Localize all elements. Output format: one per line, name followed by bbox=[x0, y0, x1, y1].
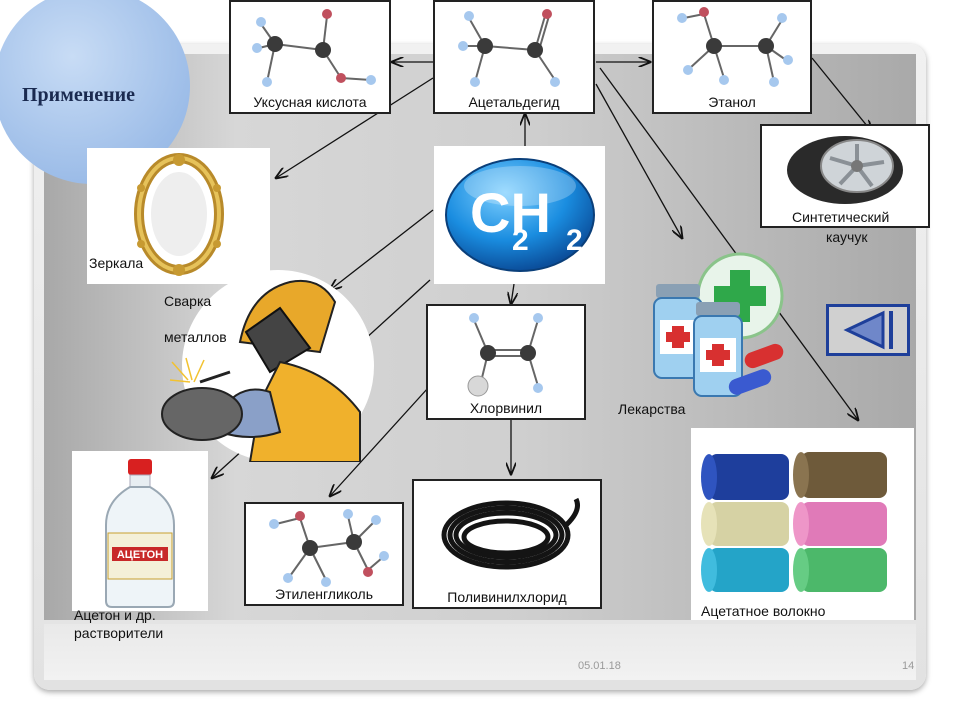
medicine-image bbox=[653, 252, 784, 397]
ch-formula-logo: CH 2 2 bbox=[445, 158, 595, 272]
arrow-to-mirrors bbox=[276, 77, 434, 178]
ethanol-molecule-icon bbox=[677, 7, 793, 87]
medicine-panel bbox=[648, 250, 788, 400]
acetic-acid-label: Уксусная кислота bbox=[253, 94, 367, 110]
arrow-to-ethylene-glycol bbox=[330, 387, 429, 496]
acetone-label-line2: растворители bbox=[74, 625, 164, 641]
acetone-bottle-label: АЦЕТОН bbox=[117, 549, 163, 561]
vinyl-chloride-label: Хлорвинил bbox=[469, 400, 543, 416]
ethylene-glycol-label: Этиленгликоль bbox=[275, 586, 373, 602]
vinyl-chloride-molecule-icon bbox=[467, 313, 543, 397]
rubber-label-line2: каучук bbox=[826, 229, 868, 245]
welding-label-line2: металлов bbox=[164, 329, 227, 345]
pvc-label: Поливинилхлорид bbox=[447, 589, 567, 605]
ethylene-glycol-molecule-icon bbox=[269, 509, 389, 587]
acetaldehyde-label: Ацетальдегид bbox=[468, 94, 560, 110]
acetate-fiber-panel: Ацетатное волокно bbox=[691, 428, 914, 620]
acetic-acid-molecule-icon bbox=[252, 9, 376, 87]
slide-title: Применение bbox=[22, 84, 136, 106]
footer-date: 05.01.18 bbox=[578, 660, 621, 672]
slide-bottom-bar bbox=[44, 624, 916, 680]
acetone-panel: АЦЕТОН bbox=[72, 451, 208, 611]
back-triangle-icon bbox=[843, 310, 893, 350]
arrow-to-medicine bbox=[595, 83, 682, 238]
tire-image bbox=[787, 136, 903, 204]
rubber-label-line1: Синтетический bbox=[792, 209, 890, 225]
cable-image bbox=[441, 497, 580, 570]
ch-formula-panel: CH 2 2 bbox=[434, 146, 605, 284]
ethanol-box: Этанол bbox=[652, 0, 812, 114]
back-nav-button[interactable] bbox=[826, 304, 910, 356]
arrow-to-vinyl-chloride bbox=[511, 283, 514, 304]
welder-image bbox=[161, 270, 374, 463]
arrow-to-welding bbox=[330, 209, 434, 290]
welding-panel: Сварка металлов bbox=[160, 262, 375, 463]
ethylene-glycol-box: Этиленгликоль bbox=[244, 502, 404, 606]
mirror-image bbox=[134, 153, 224, 276]
rubber-box bbox=[760, 124, 930, 228]
acetaldehyde-molecule-icon bbox=[458, 9, 560, 87]
arrow-to-rubber bbox=[811, 57, 872, 132]
arrow-to-acetate-fiber bbox=[599, 67, 858, 420]
acetate-fiber-label: Ацетатное волокно bbox=[701, 603, 826, 619]
acetone-bottle-image: АЦЕТОН bbox=[105, 459, 175, 608]
pvc-box: Поливинилхлорид bbox=[412, 479, 602, 609]
acetaldehyde-box: Ацетальдегид bbox=[433, 0, 595, 114]
medicine-label: Лекарства bbox=[618, 401, 686, 417]
mirrors-panel: Зеркала bbox=[87, 148, 270, 284]
ch-formula-sub2: 2 bbox=[566, 224, 583, 257]
mirrors-label: Зеркала bbox=[89, 255, 144, 271]
ch-formula-main: CH bbox=[470, 181, 551, 244]
acetic-acid-box: Уксусная кислота bbox=[229, 0, 391, 114]
ethanol-label: Этанол bbox=[708, 94, 756, 110]
acetone-label-line1: Ацетон и др. bbox=[74, 607, 156, 623]
footer-page-number: 14 bbox=[902, 660, 915, 672]
vinyl-chloride-box: Хлорвинил bbox=[426, 304, 586, 420]
yarn-spools-image bbox=[701, 452, 887, 592]
ch-formula-sub1: 2 bbox=[512, 224, 529, 257]
welding-label-line1: Сварка bbox=[164, 293, 212, 309]
